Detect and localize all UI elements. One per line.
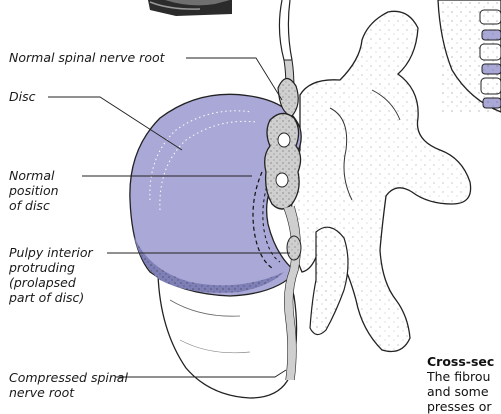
label-normal-position-of-disc: Normal position of disc	[9, 168, 59, 213]
label-normal-spinal-nerve-root: Normal spinal nerve root	[9, 50, 165, 65]
photo-fragment	[148, 0, 232, 16]
label-pulpy-interior: Pulpy interior protruding (prolapsed par…	[9, 245, 93, 305]
spine-inset-fragment	[438, 0, 501, 112]
label-compressed-spinal-nerve-root: Compressed spinal nerve root	[9, 370, 128, 400]
caption-body: The fibrou and some presses or	[427, 369, 491, 414]
label-disc: Disc	[9, 89, 35, 104]
leader-normal-root	[186, 58, 282, 100]
caption-title: Cross-sec	[427, 354, 494, 369]
